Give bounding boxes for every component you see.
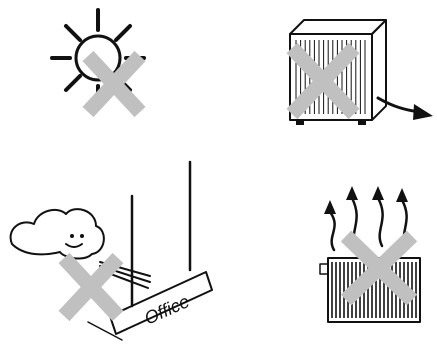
prohibited-cross-icon <box>58 252 124 322</box>
prohibited-cross-icon <box>340 230 418 306</box>
heater-panel <box>319 186 421 323</box>
prohibited-cross-icon <box>82 50 146 118</box>
radiator-fins <box>331 262 417 318</box>
outdoor-unit-panel <box>286 19 433 125</box>
prohibited-cross-icon <box>286 42 360 120</box>
sign-label: Office <box>141 291 192 328</box>
draft-panel: Office <box>9 160 213 341</box>
sun-panel <box>50 8 146 118</box>
